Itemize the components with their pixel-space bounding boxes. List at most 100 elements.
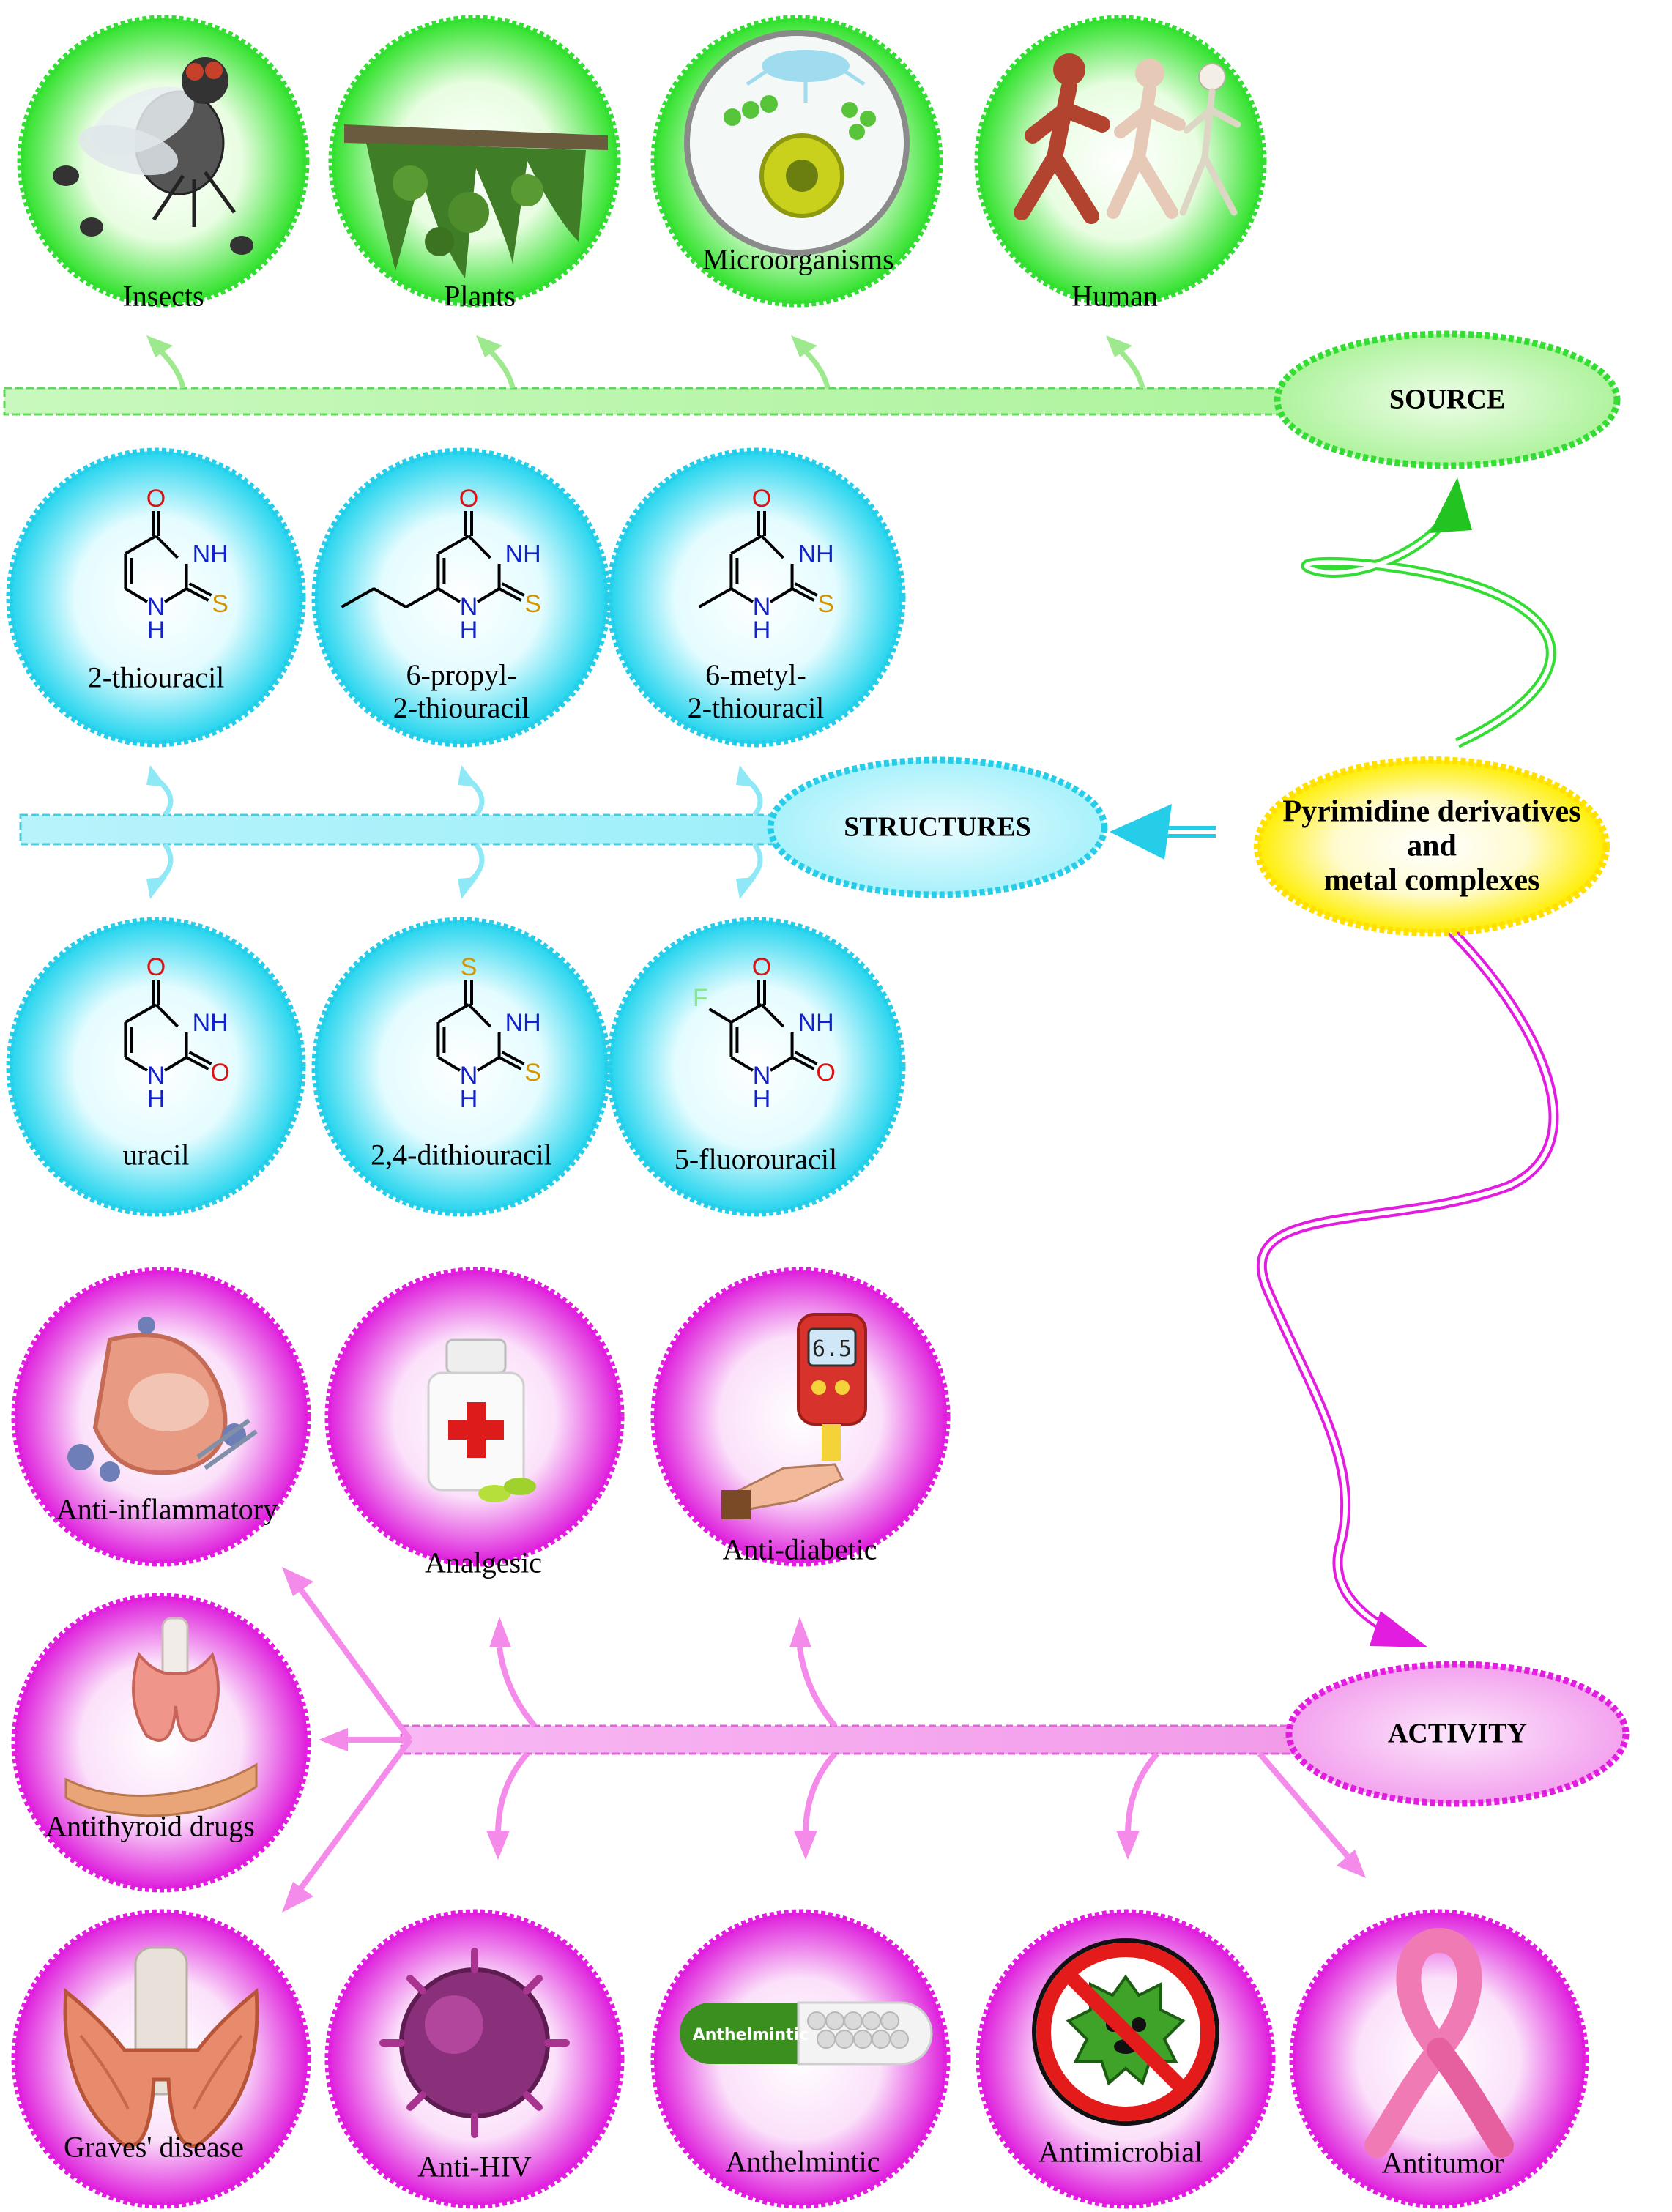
- activity-node-anti-diabetic: 6.5: [650, 1267, 951, 1567]
- atom-label: NH: [193, 540, 228, 568]
- atom-label: S: [524, 1059, 541, 1087]
- activity-node-graves-disease: [11, 1909, 311, 2209]
- branch-arrowhead: [1337, 1850, 1366, 1878]
- bond-line: [155, 535, 179, 559]
- activity-branch-arrows: [282, 1567, 1366, 1913]
- activity-label: Antithyroid drugs: [45, 1809, 255, 1843]
- branch-arrowhead: [791, 335, 817, 357]
- virus-icon: [379, 1948, 570, 2138]
- thyroid-gland-icon: [63, 1946, 259, 2148]
- structure-label: 2,4-dithiouracil: [371, 1138, 552, 1172]
- source-bar: [3, 387, 1302, 416]
- fly-icon: [53, 57, 253, 255]
- capsule-text: Anthelmintic: [693, 2026, 809, 2044]
- bond-line: [405, 587, 439, 608]
- bond-line: [501, 582, 525, 597]
- source-node-microorganisms: [650, 15, 943, 308]
- structure-label-line: 6-propyl-: [406, 658, 517, 692]
- branch-arrow: [803, 1751, 837, 1835]
- branch-arrowhead: [736, 765, 757, 787]
- activity-label: Antitumor: [1381, 2146, 1504, 2180]
- bond-line: [125, 587, 149, 603]
- bond-line: [769, 587, 793, 603]
- branch-arrowhead: [1116, 1831, 1140, 1860]
- atom-label: N: [753, 1062, 771, 1090]
- activity-node-anti-inflammatory: [11, 1267, 311, 1567]
- atom-label: O: [459, 485, 478, 513]
- bond-line: [476, 1056, 500, 1072]
- arrowhead: [1370, 1611, 1428, 1647]
- atom-label: NH: [798, 1009, 834, 1037]
- structure-node-6-propyl-2-thiouracil: [311, 447, 612, 748]
- structures-hub-label: STRUCTURES: [844, 811, 1031, 843]
- center-label-line: metal complexes: [1323, 863, 1540, 898]
- structure-node-6-metyl-2-thiouracil: [606, 447, 906, 748]
- bond-line: [155, 1003, 179, 1028]
- atom-label: O: [752, 485, 771, 513]
- branch-arrow: [497, 1647, 538, 1728]
- awareness-ribbon-icon: [1364, 1927, 1514, 2158]
- bond-line: [437, 1003, 470, 1024]
- activity-label: Anthelmintic: [725, 2145, 880, 2178]
- source-node-insects: [17, 15, 310, 308]
- structure-label: 6-propyl- 2-thiouracil: [393, 658, 530, 725]
- inflammation-icon: [67, 1317, 258, 1482]
- branch-arrowhead: [1106, 335, 1132, 357]
- center-to-structures-arrow: [1110, 804, 1216, 860]
- atom-label: H: [147, 1085, 166, 1113]
- activity-bar: [400, 1724, 1300, 1755]
- branch-arrowhead: [319, 1728, 348, 1751]
- atom-label: H: [460, 1085, 478, 1113]
- branch-arrow: [297, 1587, 413, 1742]
- activity-label: Anti-inflammatory: [56, 1492, 278, 1526]
- bond-line: [341, 587, 375, 608]
- branch-arrowhead: [489, 1617, 511, 1647]
- structure-label: 2-thiouracil: [87, 660, 225, 694]
- bond-line: [794, 1051, 818, 1065]
- atom-label: NH: [193, 1009, 228, 1037]
- bond-line: [125, 1056, 149, 1072]
- atom-label: NH: [505, 1009, 541, 1037]
- atom-label: N: [147, 593, 166, 621]
- structures-hub: [767, 756, 1108, 898]
- bond-line: [730, 587, 754, 603]
- arrowhead: [1430, 477, 1472, 533]
- bond-line: [163, 587, 187, 603]
- pill-bottle-icon: [427, 1338, 536, 1502]
- source-label-insects: Insects: [122, 279, 204, 313]
- structure-label: uracil: [122, 1138, 190, 1172]
- branch-arrowhead: [146, 335, 173, 357]
- branch-arrow: [297, 1738, 413, 1891]
- activity-node-antitumor: [1289, 1909, 1589, 2209]
- bond-line: [467, 535, 491, 559]
- bond-line: [476, 587, 500, 603]
- bond-line: [730, 535, 763, 555]
- branch-arrowhead: [458, 765, 478, 787]
- activity-node-antimicrobial: [976, 1909, 1276, 2209]
- activity-label: Graves' disease: [64, 2130, 244, 2164]
- bond-line: [794, 582, 818, 597]
- atom-label: NH: [505, 540, 541, 568]
- branch-arrowhead: [282, 1882, 313, 1913]
- branch-arrowhead: [146, 877, 167, 899]
- bond-line: [163, 1056, 187, 1072]
- bond-line: [708, 1008, 732, 1024]
- bond-line: [698, 587, 732, 608]
- atom-label: N: [460, 1062, 478, 1090]
- bond-line: [760, 1003, 784, 1028]
- atom-label: O: [146, 485, 166, 513]
- atom-label: N: [460, 593, 478, 621]
- bond-line: [730, 1003, 763, 1024]
- bond-line: [185, 1056, 209, 1070]
- meter-reading: 6.5: [812, 1336, 852, 1362]
- bond-line: [125, 1003, 157, 1024]
- branch-arrowhead: [476, 335, 502, 357]
- bond-line: [760, 535, 784, 559]
- structure-label-line: 6-metyl-: [705, 658, 806, 692]
- branch-arrowhead: [486, 1831, 510, 1860]
- activity-label: Analgesic: [425, 1546, 542, 1579]
